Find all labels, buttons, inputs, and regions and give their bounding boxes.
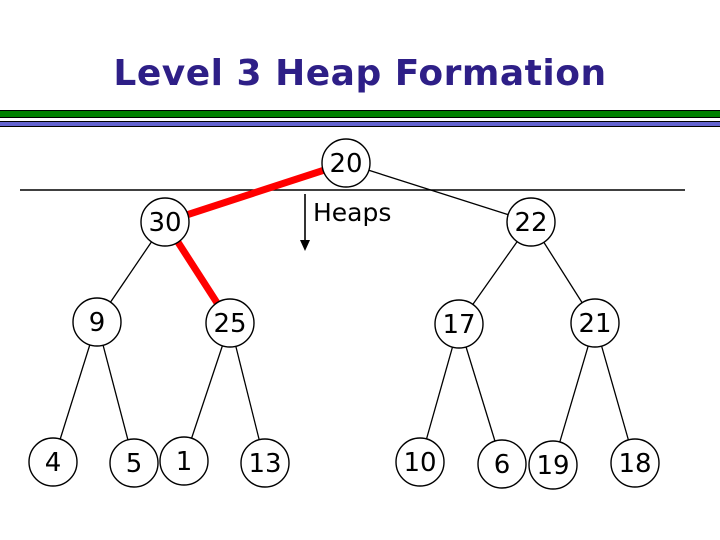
tree-node-10 [395, 437, 445, 487]
tree-node-label-5: 5 [126, 449, 143, 479]
heaps-annotation-label: Heaps [313, 198, 392, 227]
tree-node-label-13: 13 [248, 449, 281, 479]
tree-node-label-17: 17 [442, 310, 475, 340]
tree-node-17 [434, 299, 484, 349]
tree-node-30 [140, 197, 190, 247]
tree-edge-highlighted-20-30 [163, 159, 348, 226]
tree-node-label-19: 19 [536, 451, 569, 481]
tree-node-label-10: 10 [403, 448, 436, 478]
tree-node-label-18: 18 [618, 449, 651, 479]
tree-node-label-1: 1 [176, 447, 193, 477]
tree-node-13 [240, 438, 290, 488]
tree-node-20 [321, 138, 371, 188]
blue-divider-bar [0, 121, 720, 127]
tree-node-19 [528, 440, 578, 490]
tree-node-4 [28, 437, 78, 487]
tree-node-25 [205, 298, 255, 348]
tree-node-label-21: 21 [578, 309, 611, 339]
tree-node-label-4: 4 [45, 448, 62, 478]
tree-node-18 [610, 438, 660, 488]
green-divider-bar [0, 110, 720, 118]
tree-node-6 [477, 439, 527, 489]
tree-edge-20-22 [345, 162, 532, 223]
tree-node-21 [570, 298, 620, 348]
tree-node-label-25: 25 [213, 309, 246, 339]
tree-node-label-6: 6 [494, 450, 511, 480]
tree-node-9 [72, 297, 122, 347]
tree-node-1 [159, 436, 209, 486]
tree-node-5 [109, 438, 159, 488]
tree-node-label-9: 9 [89, 308, 106, 338]
tree-node-22 [506, 197, 556, 247]
slide-title: Level 3 Heap Formation [113, 53, 607, 94]
tree-node-label-30: 30 [148, 208, 181, 238]
tree-node-label-22: 22 [514, 208, 547, 238]
heaps-down-arrow-head-icon [300, 240, 310, 251]
tree-node-label-20: 20 [329, 149, 362, 179]
